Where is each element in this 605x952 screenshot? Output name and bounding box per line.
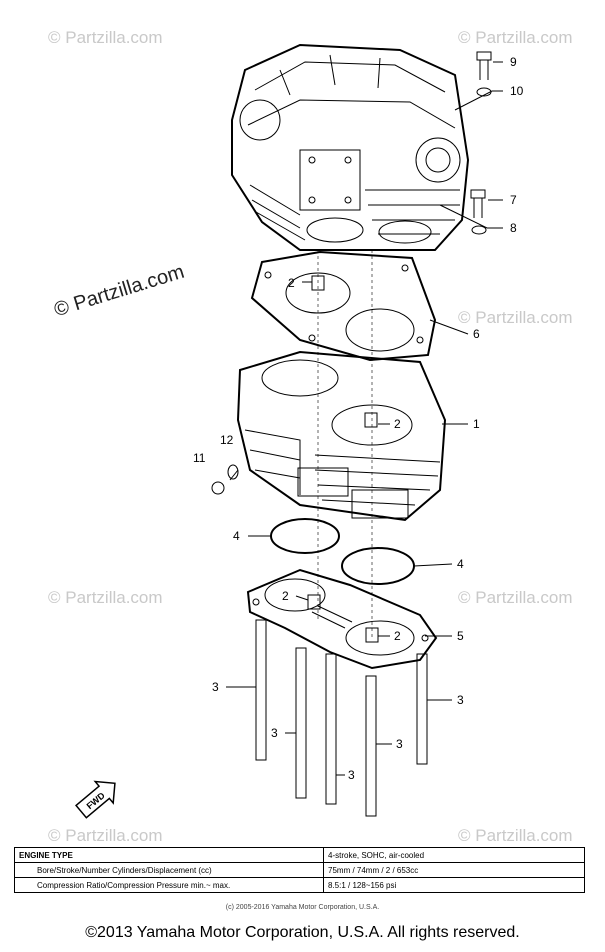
- spec-value: 75mm / 74mm / 2 / 653cc: [323, 862, 585, 878]
- cylinder-head: [231, 43, 470, 251]
- callout-3: 3: [396, 737, 403, 751]
- bolt-7-icon: [470, 189, 486, 218]
- spec-value: 4-stroke, SOHC, air-cooled: [323, 847, 585, 863]
- callout-8: 8: [510, 221, 517, 235]
- engine-spec-table: ENGINE TYPE 4-stroke, SOHC, air-cooled B…: [14, 847, 585, 893]
- bolt-9-icon: [476, 51, 492, 80]
- stud-bolts: [255, 619, 428, 817]
- plug-11-icon: [211, 481, 225, 495]
- callout-2: 2: [288, 276, 295, 290]
- watermark: © Partzilla.com: [48, 28, 163, 47]
- spec-label: Bore/Stroke/Number Cylinders/Displacemen…: [14, 862, 324, 878]
- callout-2: 2: [394, 417, 401, 431]
- callout-12: 12: [220, 433, 234, 447]
- alignment-lines: [317, 250, 373, 640]
- callout-11: 11: [193, 451, 206, 465]
- watermark: © Partzilla.com: [458, 588, 573, 607]
- head-gasket: [250, 250, 437, 362]
- callout-2: 2: [394, 629, 401, 643]
- callout-3: 3: [348, 768, 355, 782]
- callout-4: 4: [457, 557, 464, 571]
- o-ring-right: [341, 547, 415, 585]
- callout-4: 4: [233, 529, 240, 543]
- washer-12-icon: [227, 464, 239, 480]
- watermark: © Partzilla.com: [48, 826, 163, 845]
- spec-value: 8.5:1 / 128~156 psi: [323, 877, 585, 893]
- front-arrow-icon: FWD: [75, 780, 116, 819]
- washer-8-icon: [471, 225, 487, 235]
- footer-copyright: ©2013 Yamaha Motor Corporation, U.S.A. A…: [85, 924, 520, 941]
- callout-3: 3: [271, 726, 278, 740]
- watermark: © Partzilla.com: [458, 28, 573, 47]
- leader-lines: [226, 61, 503, 776]
- base-gasket: [246, 568, 438, 670]
- dowel-pin-icon: [307, 594, 321, 610]
- callout-5: 5: [457, 629, 464, 643]
- small-copyright: (c) 2005-2016 Yamaha Motor Corporation, …: [225, 904, 380, 911]
- callout-7: 7: [510, 193, 517, 207]
- table-row: ENGINE TYPE 4-stroke, SOHC, air-cooled: [14, 847, 585, 863]
- callout-10: 10: [510, 84, 524, 98]
- callout-9: 9: [510, 55, 517, 69]
- watermark: © Partzilla.com: [458, 308, 573, 327]
- watermark: © Partzilla.com: [458, 826, 573, 845]
- callout-3: 3: [212, 680, 219, 694]
- callout-6: 6: [473, 327, 480, 341]
- dowel-pin-icon: [364, 412, 378, 428]
- spec-label: Compression Ratio/Compression Pressure m…: [14, 877, 324, 893]
- table-row: Bore/Stroke/Number Cylinders/Displacemen…: [14, 862, 585, 878]
- callout-2: 2: [282, 589, 289, 603]
- spec-label: ENGINE TYPE: [14, 847, 324, 863]
- watermark: © Partzilla.com: [48, 588, 163, 607]
- table-row: Compression Ratio/Compression Pressure m…: [14, 877, 585, 893]
- callout-1: 1: [473, 417, 480, 431]
- callout-3: 3: [457, 693, 464, 707]
- cylinder-block: [236, 350, 447, 522]
- o-ring-left: [270, 518, 340, 554]
